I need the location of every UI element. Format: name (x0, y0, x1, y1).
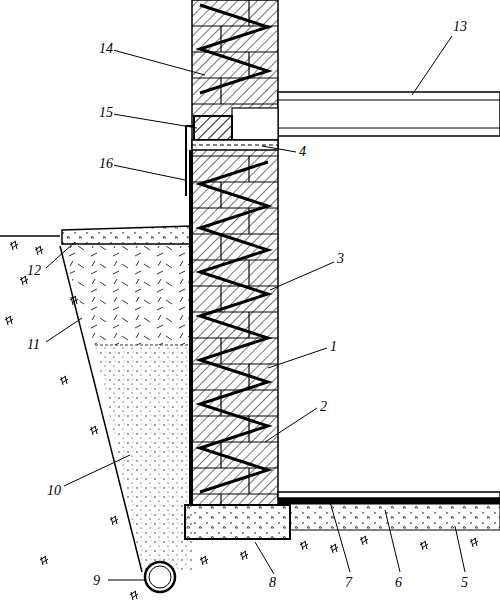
callout-number: 8 (268, 576, 277, 590)
callout-number: 15 (98, 106, 114, 120)
callout-number: 9 (92, 574, 101, 588)
callout-number: 14 (98, 42, 114, 56)
callout-number: 16 (98, 157, 114, 171)
callout-number: 3 (336, 252, 345, 266)
callout-number: 12 (26, 264, 42, 278)
callout-number: 10 (46, 484, 62, 498)
callout-number: 7 (344, 576, 353, 590)
callout-number: 11 (26, 338, 41, 352)
callout-number: 4 (298, 145, 307, 159)
callout-number: 5 (460, 576, 469, 590)
callout-number: 6 (394, 576, 403, 590)
callout-number: 13 (452, 20, 468, 34)
callout-number: 2 (319, 400, 328, 414)
callout-number: 1 (329, 340, 338, 354)
